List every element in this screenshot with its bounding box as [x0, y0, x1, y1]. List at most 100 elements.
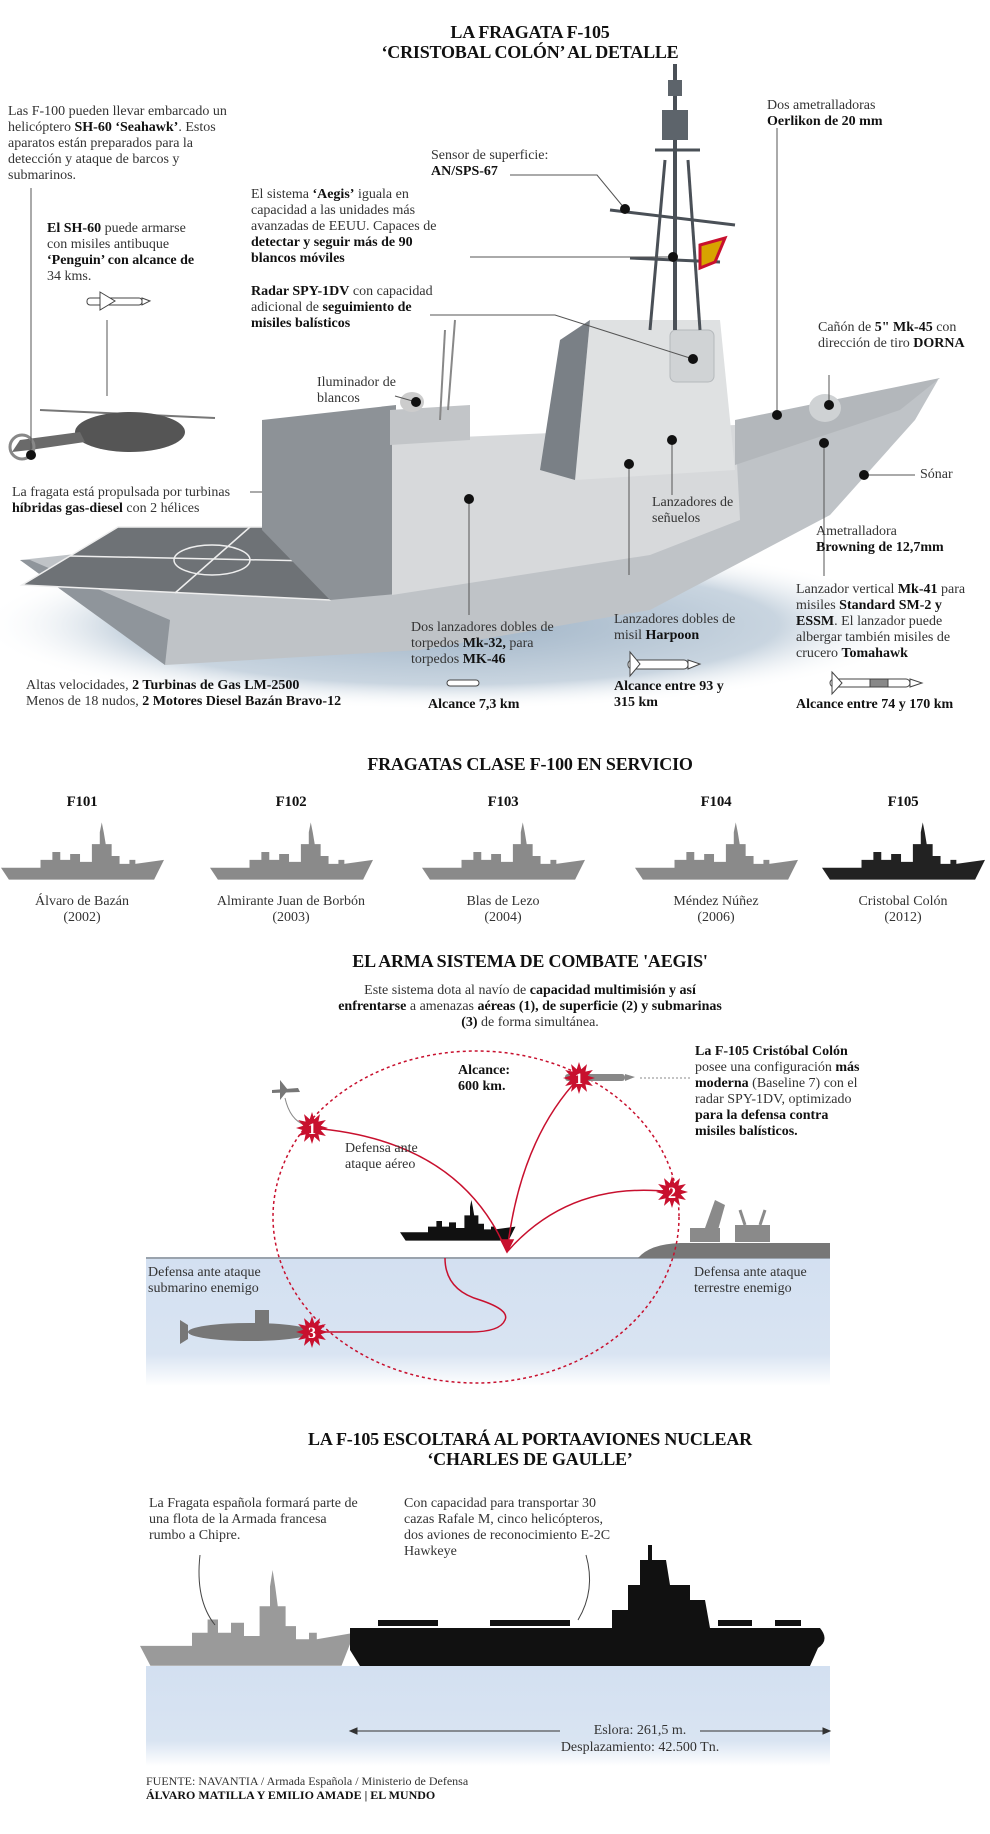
forward-deck	[735, 378, 940, 465]
sonar-label: Sónar	[920, 467, 953, 482]
frigate-illustration	[0, 64, 940, 710]
title-line-1: LA FRAGATA F-105	[450, 22, 610, 42]
text: Mk-41	[897, 582, 938, 597]
land-defense-label: Defensa ante ataque terrestre enemigo	[694, 1265, 807, 1296]
spanish-flag	[698, 235, 728, 271]
escort-title: LA F-105 ESCOLTARÁ AL PORTAAVIONES NUCLE…	[0, 1429, 990, 1469]
torpedo-range: Alcance 7,3 km	[428, 697, 519, 713]
text: seguimiento de misiles balísticos	[251, 300, 412, 331]
text: 2 Motores Diesel Bazán Bravo-12	[142, 694, 342, 709]
torpedo-icon	[446, 679, 480, 687]
text: más moderna	[695, 1060, 860, 1091]
radar-label: Radar SPY-1DV con capacidad adicional de…	[251, 284, 451, 332]
text: La fragata está propulsada por turbinas	[12, 485, 231, 500]
text: Oerlikon de 20 mm	[767, 114, 883, 129]
escort-frigate-silhouette	[140, 1570, 355, 1666]
sh60-intro-text: Las F-100 pueden llevar embarcado un hel…	[8, 104, 233, 184]
aegis-label: El sistema ‘Aegis’ iguala en capacidad a…	[251, 187, 461, 267]
speed-label: Altas velocidades, 2 Turbinas de Gas LM-…	[26, 678, 406, 710]
fleet-ship-f105: F105 Cristobal Colón (2012)	[803, 792, 990, 926]
land-missile-launcher-icon	[690, 1200, 770, 1242]
text: La F-105 Cristóbal Colón	[695, 1044, 848, 1059]
callout-lines	[30, 128, 915, 615]
text: El sistema	[251, 187, 313, 202]
gun-label: Cañón de 5" Mk-45 con dirección de tiro …	[818, 320, 978, 352]
hangar	[262, 405, 396, 600]
credit-text: ÁLVARO MATILLA Y EMILIO AMADE | EL MUNDO	[146, 1788, 436, 1802]
ship-name: Méndez Núñez	[673, 894, 759, 909]
tower-left-face	[540, 320, 590, 480]
text: ‘Aegis’	[312, 187, 355, 202]
text: híbridas gas-diesel	[12, 501, 123, 516]
text: (Baseline 7) con el radar SPY-1DV, optim…	[695, 1076, 858, 1107]
frigate-note-pointer	[198, 1554, 216, 1626]
text: 2 Turbinas de Gas LM-2500	[132, 678, 300, 693]
tomahawk-missile-icon	[829, 670, 924, 696]
text: Harpoon	[645, 628, 700, 643]
land	[638, 1243, 830, 1258]
text: 34 kms.	[47, 269, 92, 284]
ship-year: (2003)	[272, 910, 310, 925]
harpoon-label: Lanzadores dobles de misil Harpoon	[614, 612, 744, 644]
text: con dirección de tiro	[818, 320, 957, 351]
fleet-ship-f104: F104 Méndez Núñez (2006)	[616, 792, 816, 926]
text: ‘Penguin’ con alcance de	[47, 253, 195, 268]
text: AN/SPS-67	[431, 164, 498, 179]
carrier-silhouette	[350, 1545, 825, 1666]
text: DORNA	[913, 336, 965, 351]
ship-code: F101	[66, 794, 98, 810]
text: Alcance:	[458, 1063, 511, 1078]
text: Standard SM-2 y ESSM	[796, 598, 942, 629]
penguin-missile-icon	[86, 291, 152, 311]
frigate-note: La Fragata española formará parte de una…	[149, 1496, 358, 1543]
text: MK-46	[462, 652, 506, 667]
harpoon-missile-icon	[627, 650, 702, 678]
air-defense-label: Defensa ante ataque aéreo	[345, 1141, 418, 1172]
ship-name: Blas de Lezo	[466, 894, 540, 909]
fleet-ship-f103: F103 Blas de Lezo (2004)	[403, 792, 603, 926]
helicopter-sh60	[8, 409, 216, 461]
text: Alcance entre 74 y 170 km	[796, 697, 954, 712]
aegis-title: EL ARMA SISTEMA DE COMBATE 'AEGIS'	[352, 951, 708, 971]
ship-code: F103	[487, 794, 519, 810]
text: Alcance 7,3 km	[428, 697, 520, 712]
text: 600 km.	[458, 1079, 506, 1094]
text: iguala en capacidad a las unidades más a…	[251, 187, 437, 234]
ship-year: (2004)	[484, 910, 522, 925]
submarine-icon	[180, 1310, 312, 1344]
aircraft-on-deck	[378, 1620, 801, 1626]
text: . El lanzador puede albergar también mis…	[796, 614, 951, 661]
text: capacidad multimisión y así enfrentarse	[338, 983, 696, 1014]
threat-star-icon	[656, 1176, 688, 1208]
illuminator-label: Iluminador de blancos	[317, 375, 396, 406]
propulsion-label: La fragata está propulsada por turbinas …	[12, 485, 262, 517]
main-title: LA FRAGATA F-105 ‘CRISTOBAL COLÓN’ AL DE…	[0, 22, 990, 62]
fighter-jet-icon	[272, 1080, 300, 1100]
text: Dos ametralladoras	[767, 98, 876, 113]
decoy-launchers-label: Lanzadores de señuelos	[652, 495, 734, 526]
text: Sensor de superficie:	[431, 148, 549, 163]
mk41-label: Lanzador vertical Mk-41 para misiles Sta…	[796, 582, 986, 662]
text: Altas velocidades,	[26, 678, 133, 693]
text: Dos lanzadores dobles de torpedos	[411, 620, 554, 651]
escort-title-line-1: LA F-105 ESCOLTARÁ AL PORTAAVIONES NUCLE…	[308, 1429, 752, 1449]
ship-code: F104	[700, 794, 732, 810]
text: Alcance entre 93 y 315 km	[614, 679, 724, 710]
range-label: Alcance:600 km.	[458, 1063, 510, 1095]
range-circle	[272, 1050, 680, 1384]
text: . Estos aparatos están preparados para l…	[8, 120, 216, 183]
ship-code: F105	[887, 794, 919, 810]
text: para la defensa contra misiles balístico…	[695, 1108, 829, 1139]
torpedo-label: Dos lanzadores dobles de torpedos Mk-32,…	[411, 620, 561, 668]
threat-number: 2	[668, 1185, 676, 1202]
ship-year: (2012)	[884, 910, 922, 925]
length-arrow	[348, 1727, 832, 1735]
text: Lanzadores dobles de misil	[614, 612, 736, 643]
harpoon-range: Alcance entre 93 y 315 km	[614, 679, 744, 711]
callout-dots	[26, 204, 869, 504]
text: para torpedos	[411, 636, 534, 667]
